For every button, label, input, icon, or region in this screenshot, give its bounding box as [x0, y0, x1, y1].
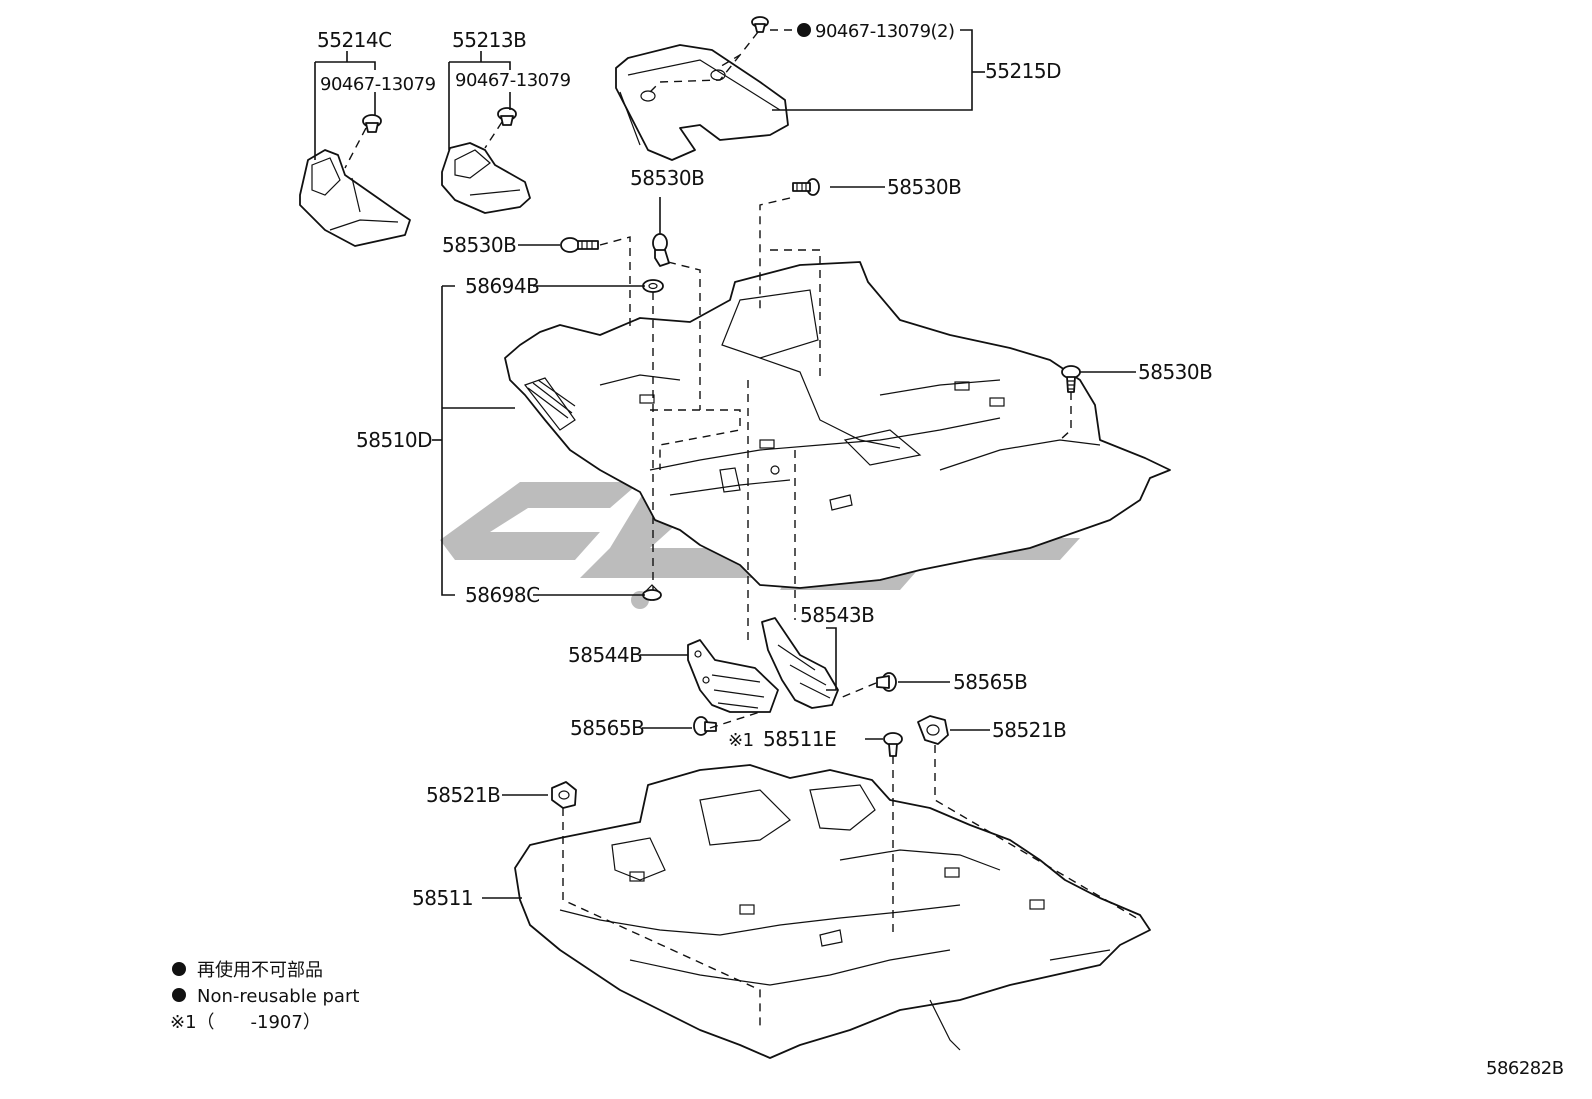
non-reusable-marker-icon	[797, 23, 811, 37]
label-58565B-right: 58565B	[953, 670, 1027, 694]
clip-58511E-icon	[883, 732, 903, 757]
label-58511E-note-mark: ※1	[728, 730, 754, 751]
label-58511: 58511	[412, 886, 473, 910]
diagram-id: 586282B	[1486, 1058, 1564, 1079]
label-90467-13079-a: 90467-13079	[320, 74, 436, 95]
grommet-58698C-icon	[642, 584, 662, 601]
label-90467-13079-b: 90467-13079	[455, 70, 571, 91]
legend-note: ※1（ -1907）	[170, 1012, 321, 1033]
clip-58530B-top-icon	[652, 233, 670, 267]
label-55214C: 55214C	[317, 28, 392, 52]
label-58530B-top: 58530B	[630, 166, 704, 190]
part-58510D-carpet	[504, 261, 1171, 589]
clip-58530B-left-icon	[560, 237, 599, 253]
clip-58565B-right-icon	[876, 672, 897, 692]
hook-58521B-left-icon	[551, 781, 577, 809]
legend-bullet-en-icon	[172, 988, 186, 1002]
leader-lines	[314, 29, 1141, 1030]
label-58543B: 58543B	[800, 603, 874, 627]
part-labels: 55214C 55213B 90467-13079 90467-13079 90…	[317, 21, 1213, 910]
label-58521B-right: 58521B	[992, 718, 1066, 742]
clip-90467-c-icon	[751, 16, 769, 33]
legend-text-en: Non-reusable part	[197, 986, 359, 1007]
hook-58521B-right-icon	[917, 715, 949, 745]
clip-58530B-far-right-icon	[1061, 365, 1081, 393]
label-58521B-left: 58521B	[426, 783, 500, 807]
legend-bullet-jp-icon	[172, 962, 186, 976]
legend-text-jp: 再使用不可部品	[197, 960, 323, 981]
clip-58565B-left-icon	[693, 716, 717, 736]
label-58565B-left: 58565B	[570, 716, 644, 740]
clip-58530B-right-icon	[792, 178, 820, 196]
label-55215D: 55215D	[985, 59, 1061, 83]
label-58694B: 58694B	[465, 274, 539, 298]
clip-90467-b-icon	[497, 107, 517, 126]
label-58530B-far-right: 58530B	[1138, 360, 1212, 384]
part-58543B-bracket	[761, 617, 839, 709]
part-58544B-bracket	[687, 639, 779, 713]
label-90467-13079-c: 90467-13079(2)	[815, 21, 955, 42]
clip-90467-a-icon	[362, 114, 382, 133]
label-58530B-right: 58530B	[887, 175, 961, 199]
part-55213B-shape	[441, 142, 531, 214]
label-58544B: 58544B	[568, 643, 642, 667]
label-58510D: 58510D	[356, 428, 432, 452]
label-58511E: 58511E	[763, 727, 836, 751]
part-58511-carpet	[514, 764, 1151, 1059]
grommet-58694B-icon	[642, 279, 664, 293]
part-55214C-shape	[299, 149, 411, 247]
label-58698C: 58698C	[465, 583, 540, 607]
label-55213B: 55213B	[452, 28, 526, 52]
label-58530B-left: 58530B	[442, 233, 516, 257]
part-55215D-shape	[615, 44, 789, 161]
legend: 再使用不可部品 Non-reusable part ※1（ -1907）	[170, 960, 359, 1033]
